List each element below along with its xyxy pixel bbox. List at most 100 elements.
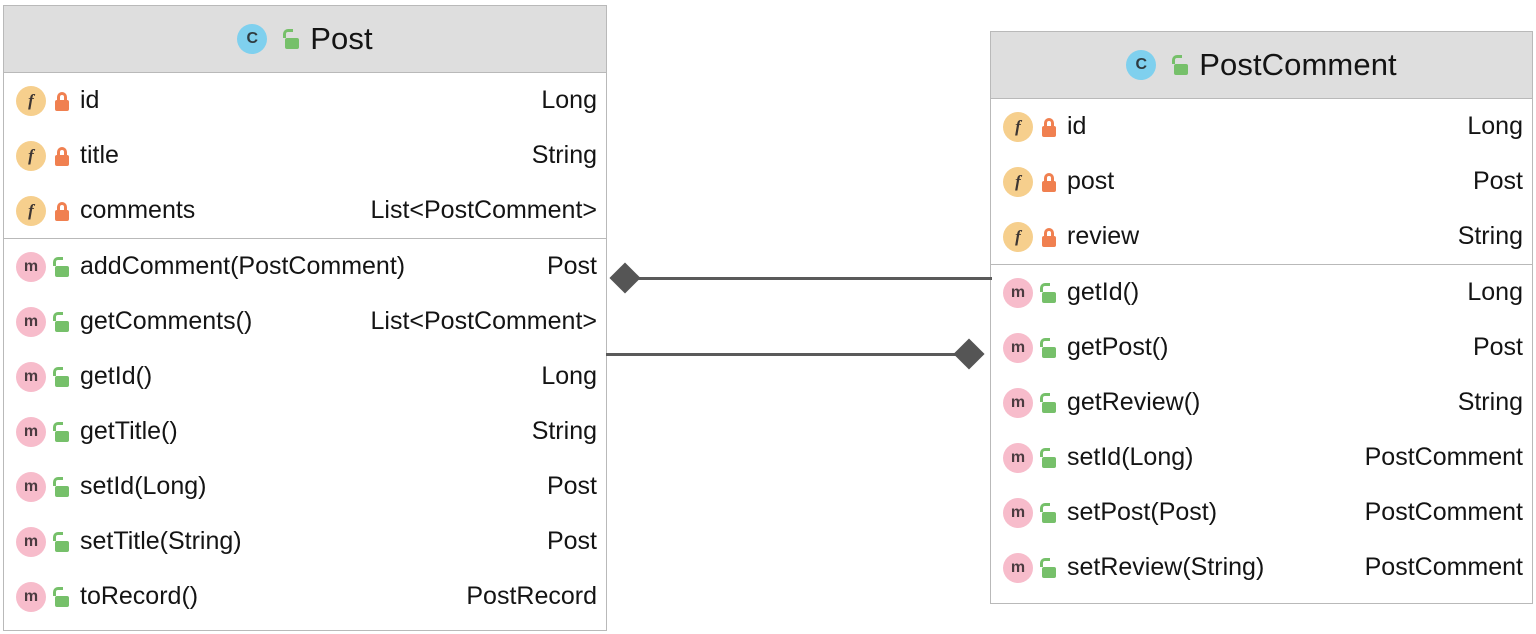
method-icon: m xyxy=(16,251,46,282)
method-row[interactable]: m setTitle(String) Post xyxy=(4,514,606,569)
field-name: id xyxy=(80,86,100,114)
method-row[interactable]: m setReview(String) PostComment xyxy=(991,540,1532,595)
field-row[interactable]: f post Post xyxy=(991,154,1532,209)
method-icon: m xyxy=(16,306,46,337)
method-name: setPost(Post) xyxy=(1067,498,1218,526)
lock-open-icon xyxy=(53,256,71,277)
class-title-postcomment: PostComment xyxy=(1199,47,1397,82)
lock-closed-icon xyxy=(1040,227,1058,247)
relationship-line xyxy=(632,277,992,280)
class-header-postcomment: C PostComment xyxy=(991,32,1532,99)
method-row[interactable]: m getTitle() String xyxy=(4,404,606,459)
method-icon: m xyxy=(16,416,46,447)
method-row[interactable]: m setId(Long) PostComment xyxy=(991,430,1532,485)
class-title-post: Post xyxy=(310,21,373,56)
method-type: String xyxy=(1457,388,1523,416)
methods-section-post: m addComment(PostComment) Post m getComm… xyxy=(4,238,606,624)
field-row[interactable]: f id Long xyxy=(991,99,1532,154)
method-type: List<PostComment> xyxy=(370,307,598,335)
methods-section-postcomment: m getId() Long m getPost() Post m getRev… xyxy=(991,264,1532,595)
field-icon: f xyxy=(1003,111,1033,142)
lock-open-icon xyxy=(1040,447,1058,468)
method-type: PostComment xyxy=(1364,443,1523,471)
lock-open-icon xyxy=(1172,55,1190,75)
field-name: id xyxy=(1067,112,1087,140)
method-row[interactable]: m getId() Long xyxy=(991,265,1532,320)
composition-diamond-icon xyxy=(953,338,985,370)
method-row[interactable]: m getComments() List<PostComment> xyxy=(4,294,606,349)
method-name: addComment(PostComment) xyxy=(80,252,406,280)
lock-open-icon xyxy=(283,29,301,49)
method-type: Post xyxy=(546,527,597,555)
class-icon: C xyxy=(1126,50,1157,80)
field-type: Post xyxy=(1472,167,1523,195)
method-name: getComments() xyxy=(80,307,253,335)
field-type: String xyxy=(1457,222,1523,250)
class-header-post: C Post xyxy=(4,6,606,73)
relationship-postcomment-to-post[interactable] xyxy=(606,338,992,370)
method-type: Post xyxy=(546,472,597,500)
method-icon: m xyxy=(1003,552,1033,583)
method-icon: m xyxy=(16,471,46,502)
fields-section-postcomment: f id Long f post Post f review String xyxy=(991,99,1532,264)
method-type: String xyxy=(531,417,597,445)
lock-open-icon xyxy=(1040,337,1058,358)
method-icon: m xyxy=(16,526,46,557)
method-name: getPost() xyxy=(1067,333,1169,361)
method-type: Long xyxy=(541,362,597,390)
composition-diamond-icon xyxy=(609,262,641,294)
method-type: PostComment xyxy=(1364,553,1523,581)
lock-closed-icon xyxy=(53,201,71,221)
lock-open-icon xyxy=(1040,282,1058,303)
field-icon: f xyxy=(16,85,46,116)
method-type: Long xyxy=(1467,278,1523,306)
lock-closed-icon xyxy=(1040,117,1058,137)
lock-closed-icon xyxy=(53,146,71,166)
method-name: setId(Long) xyxy=(1067,443,1194,471)
method-icon: m xyxy=(1003,497,1033,528)
field-name: comments xyxy=(80,196,196,224)
method-type: Post xyxy=(1472,333,1523,361)
fields-section-post: f id Long f title String f comments List… xyxy=(4,73,606,238)
method-type: PostComment xyxy=(1364,498,1523,526)
field-row[interactable]: f title String xyxy=(4,128,606,183)
method-row[interactable]: m setId(Long) Post xyxy=(4,459,606,514)
method-icon: m xyxy=(16,581,46,612)
field-icon: f xyxy=(16,195,46,226)
class-icon: C xyxy=(237,24,268,54)
field-name: title xyxy=(80,141,119,169)
method-icon: m xyxy=(1003,332,1033,363)
field-type: String xyxy=(531,141,597,169)
method-name: getId() xyxy=(1067,278,1140,306)
field-icon: f xyxy=(16,140,46,171)
field-row[interactable]: f comments List<PostComment> xyxy=(4,183,606,238)
lock-open-icon xyxy=(53,421,71,442)
method-row[interactable]: m addComment(PostComment) Post xyxy=(4,239,606,294)
lock-open-icon xyxy=(53,366,71,387)
field-row[interactable]: f id Long xyxy=(4,73,606,128)
method-icon: m xyxy=(1003,387,1033,418)
lock-closed-icon xyxy=(53,91,71,111)
relationship-line xyxy=(606,353,966,356)
method-row[interactable]: m getId() Long xyxy=(4,349,606,404)
method-name: setTitle(String) xyxy=(80,527,242,555)
lock-open-icon xyxy=(53,586,71,607)
field-type: List<PostComment> xyxy=(370,196,598,224)
field-icon: f xyxy=(1003,221,1033,252)
method-row[interactable]: m toRecord() PostRecord xyxy=(4,569,606,624)
relationship-post-to-postcomment[interactable] xyxy=(608,262,992,294)
field-row[interactable]: f review String xyxy=(991,209,1532,264)
class-box-postcomment[interactable]: C PostComment f id Long f post Post f xyxy=(990,31,1533,604)
lock-open-icon xyxy=(1040,557,1058,578)
method-row[interactable]: m getReview() String xyxy=(991,375,1532,430)
method-icon: m xyxy=(1003,442,1033,473)
method-row[interactable]: m setPost(Post) PostComment xyxy=(991,485,1532,540)
field-name: post xyxy=(1067,167,1115,195)
method-row[interactable]: m getPost() Post xyxy=(991,320,1532,375)
class-box-post[interactable]: C Post f id Long f title String f xyxy=(3,5,607,631)
lock-open-icon xyxy=(53,531,71,552)
lock-open-icon xyxy=(53,311,71,332)
field-type: Long xyxy=(541,86,597,114)
field-type: Long xyxy=(1467,112,1523,140)
